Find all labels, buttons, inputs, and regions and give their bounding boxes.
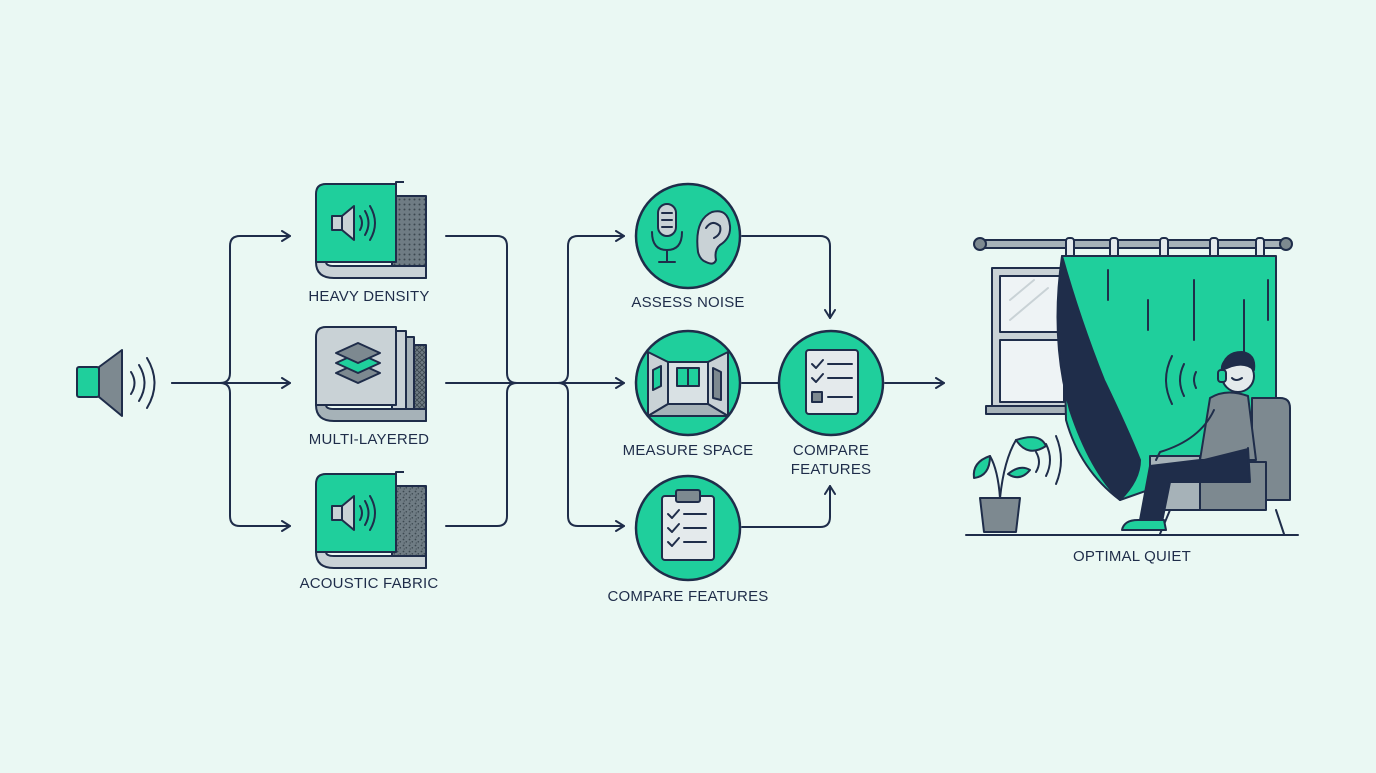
multi-layered-label: MULTI-LAYERED (308, 431, 430, 448)
optimal-quiet-label: OPTIMAL QUIET (1073, 548, 1191, 565)
clipboard-checklist-icon (634, 474, 742, 582)
merge-line-acoustic-fabric (445, 382, 518, 527)
arrow-source-to-heavy-density (171, 230, 291, 384)
ear-icon (696, 210, 732, 265)
measure-space-icon (634, 329, 742, 437)
speaker-icon (76, 349, 156, 417)
heavy-density-label: HEAVY DENSITY (308, 288, 430, 305)
merge-label-line2: FEATURES (790, 461, 872, 478)
compare-features-label: COMPARE FEATURES (607, 588, 769, 605)
curtained-room-scene (965, 237, 1299, 536)
merge-label-line1: COMPARE (792, 442, 870, 459)
merge-line-heavy-density (445, 235, 518, 384)
measure-space-label: MEASURE SPACE (622, 442, 754, 459)
arrow-compare-to-merge (741, 485, 836, 528)
connectors (171, 230, 945, 532)
arrow-source-to-acoustic-fabric (219, 382, 291, 532)
curtain-rod-icon (973, 237, 1293, 263)
arrow-to-compare-features (557, 382, 625, 532)
assess-noise-icon (634, 182, 742, 290)
plant-icon (972, 436, 1047, 533)
multi-layered-fabric-icon (315, 326, 427, 422)
person-icon (1121, 351, 1257, 531)
microphone-icon (651, 203, 683, 263)
checklist-icon (777, 329, 885, 437)
arrow-to-assess-noise (557, 230, 625, 384)
arrow-assess-to-merge (741, 235, 836, 319)
acoustic-fabric-label: ACOUSTIC FABRIC (299, 575, 439, 592)
assess-noise-label: ASSESS NOISE (631, 294, 745, 311)
acoustic-fabric-icon (315, 471, 427, 569)
heavy-density-fabric-icon (315, 181, 427, 279)
